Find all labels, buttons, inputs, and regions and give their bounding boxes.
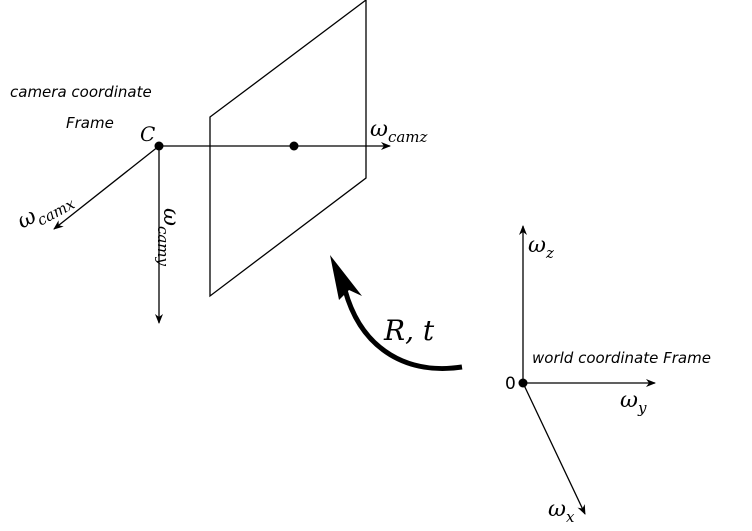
camera-center-point — [154, 141, 164, 151]
camera-x-axis-label: ωcamx — [13, 185, 78, 238]
world-x-axis — [522, 382, 586, 515]
transform-arrowhead — [330, 255, 362, 300]
camera-y-axis-label: ωcamy — [154, 208, 183, 267]
transform-arrow-curve — [342, 289, 463, 372]
principal-point — [289, 141, 299, 151]
transform-label: R, t — [383, 314, 435, 347]
world-origin-label: 0 — [505, 374, 516, 394]
world-x-axis-label: ωx — [548, 497, 575, 526]
camera-frame-caption-line1: camera coordinate — [10, 83, 152, 101]
world-origin-point — [518, 378, 528, 388]
world-frame-caption: world coordinate Frame — [532, 349, 711, 367]
world-y-axis-label: ωy — [620, 388, 647, 417]
camera-frame-caption-line2: Frame — [66, 114, 114, 132]
camera-z-axis-label: ωcamz — [370, 117, 428, 146]
image-plane — [209, 0, 367, 298]
camera-center-label: C — [140, 122, 155, 146]
camera-x-axis — [53, 145, 160, 230]
world-z-axis-label: ωz — [528, 233, 554, 262]
